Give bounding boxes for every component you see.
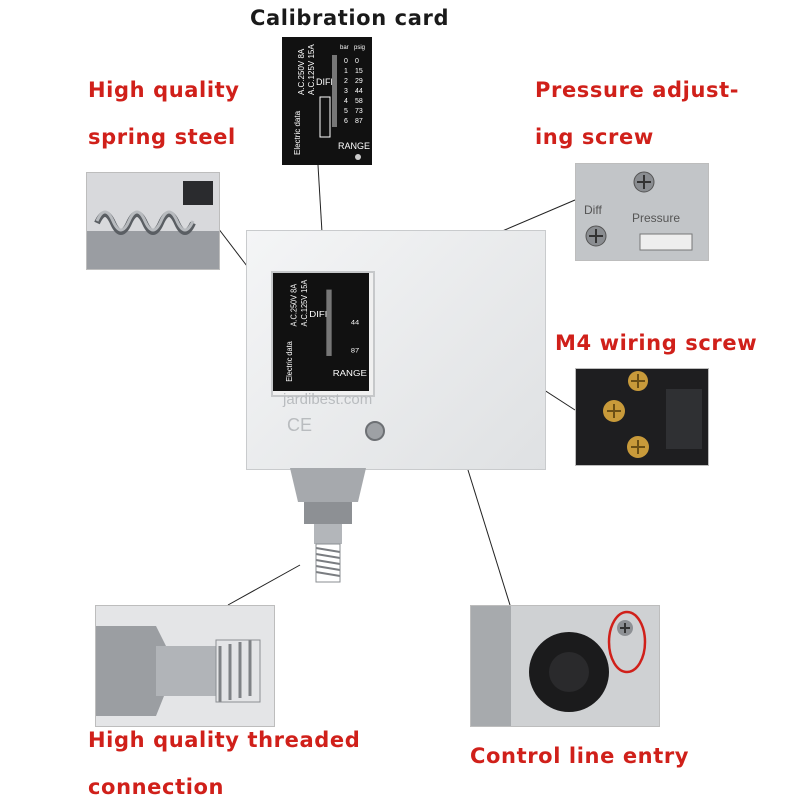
svg-text:15: 15 <box>355 68 363 75</box>
label-pressure-screw-line2: ing screw <box>535 125 654 149</box>
grommet-icon <box>529 632 609 712</box>
svg-text:44: 44 <box>351 320 359 326</box>
label-threaded-line2: connection <box>88 775 225 799</box>
svg-text:44: 44 <box>355 88 363 95</box>
callout-line-control <box>467 469 511 606</box>
svg-text:0: 0 <box>344 58 348 65</box>
svg-text:A.C.125V 15A: A.C.125V 15A <box>300 279 310 326</box>
spring-icon <box>87 173 219 269</box>
wiring-screw-icon <box>627 436 649 458</box>
svg-text:0: 0 <box>355 58 359 65</box>
label-threaded-line1: High quality threaded <box>88 728 361 752</box>
label-spring-steel-line2: spring steel <box>88 125 236 149</box>
label-pressure-screw-line1: Pressure adjust- <box>535 78 740 102</box>
svg-text:2: 2 <box>344 78 348 85</box>
label-wiring-screw: M4 wiring screw <box>555 331 758 355</box>
label-calibration-card: Calibration card <box>250 6 450 30</box>
highlight-circle <box>607 610 647 674</box>
callout-line-pressure-screw <box>499 199 576 233</box>
wiring-screw-icon <box>628 371 648 391</box>
wiring-screw-panel <box>575 368 709 466</box>
ce-mark: CE <box>287 415 313 435</box>
cover-screw-icon <box>365 421 385 441</box>
card-ac250: A.C.250V 8A <box>297 48 306 95</box>
svg-text:3: 3 <box>344 88 348 95</box>
calibration-card: A.C.250V 8A A.C.125V 15A Electric data D… <box>273 273 369 391</box>
card-ac125: A.C.125V 15A <box>307 44 316 95</box>
svg-text:87: 87 <box>351 348 359 354</box>
calibration-card-detail: A.C.250V 8A A.C.125V 15A Electric data D… <box>282 37 372 165</box>
watermark: jardibest.com <box>283 391 373 408</box>
svg-text:5: 5 <box>344 108 348 115</box>
svg-text:1: 1 <box>344 68 348 75</box>
svg-text:29: 29 <box>355 78 363 85</box>
housing-window: A.C.250V 8A A.C.125V 15A Electric data D… <box>271 271 375 397</box>
svg-text:73: 73 <box>355 108 363 115</box>
svg-text:RANGE: RANGE <box>333 369 367 378</box>
svg-text:6: 6 <box>344 118 348 125</box>
detail-label-pressure: Pressure <box>632 211 680 225</box>
callout-line-threaded <box>227 564 301 606</box>
card-header-bar: bar <box>340 45 349 51</box>
card-electric-data: Electric data <box>293 110 302 155</box>
screw-icon <box>585 225 607 247</box>
card-range: RANGE <box>338 141 370 151</box>
screw-icon <box>633 171 655 193</box>
wiring-screw-icon <box>603 400 625 422</box>
svg-text:87: 87 <box>355 118 363 125</box>
svg-text:4: 4 <box>344 98 348 105</box>
pressure-switch-housing: A.C.250V 8A A.C.125V 15A Electric data D… <box>246 230 546 470</box>
svg-text:DIFF.: DIFF. <box>309 310 332 319</box>
label-spring-steel-line1: High quality <box>88 78 240 102</box>
detail-label-diff: Diff <box>584 203 602 217</box>
card-diff: DIFF. <box>316 77 338 87</box>
callout-line-spring <box>217 227 251 271</box>
svg-text:A.C.250V 8A: A.C.250V 8A <box>289 283 299 326</box>
ground-screw-icon <box>617 620 633 636</box>
svg-text:Electric data: Electric data <box>285 341 295 382</box>
spring-steel-panel <box>86 172 220 270</box>
pressure-screw-panel: Diff Pressure <box>575 163 709 261</box>
label-control-line: Control line entry <box>470 744 690 768</box>
pressure-fitting <box>288 468 368 588</box>
card-header-psig: psig <box>354 45 365 51</box>
svg-text:58: 58 <box>355 98 363 105</box>
threaded-connection-panel <box>95 605 275 727</box>
control-line-panel <box>470 605 660 727</box>
